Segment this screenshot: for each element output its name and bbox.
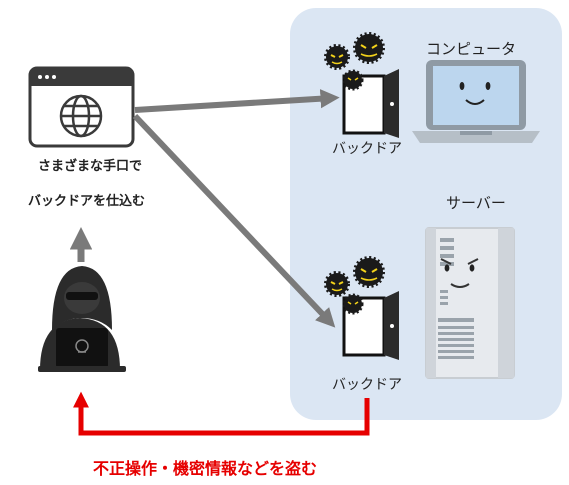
virus-icon bbox=[342, 293, 364, 315]
server-label: サーバー bbox=[446, 194, 506, 212]
server-icon bbox=[425, 227, 515, 379]
virus-icon bbox=[353, 32, 385, 64]
globe-icon bbox=[59, 94, 103, 138]
virus-cluster-top bbox=[324, 32, 385, 91]
virus-cluster-bottom bbox=[324, 256, 385, 315]
backdoor-label-bottom: バックドア bbox=[332, 377, 402, 393]
arrow-to-server-backdoor bbox=[132, 113, 336, 328]
steal-label: 不正操作・機密情報などを盗む bbox=[93, 459, 318, 478]
virus-icon bbox=[353, 256, 385, 288]
hacker-laptop bbox=[56, 328, 108, 368]
virus-icon bbox=[324, 271, 350, 297]
method-label-line2: バックドアを仕込む bbox=[28, 194, 146, 209]
computer-label: コンピュータ bbox=[426, 40, 517, 58]
website-icon bbox=[28, 66, 135, 148]
arrow-steal-back bbox=[72, 391, 370, 436]
virus-icon bbox=[342, 69, 364, 91]
virus-icon bbox=[324, 44, 350, 70]
backdoor-label-top: バックドア bbox=[332, 141, 402, 157]
hacker-icon bbox=[38, 266, 126, 372]
laptop-computer-icon bbox=[412, 60, 540, 143]
arrow-to-computer-backdoor bbox=[134, 89, 340, 113]
method-label-line1: さまざまな手口で bbox=[38, 159, 143, 174]
backdoor-door-top bbox=[342, 69, 399, 138]
